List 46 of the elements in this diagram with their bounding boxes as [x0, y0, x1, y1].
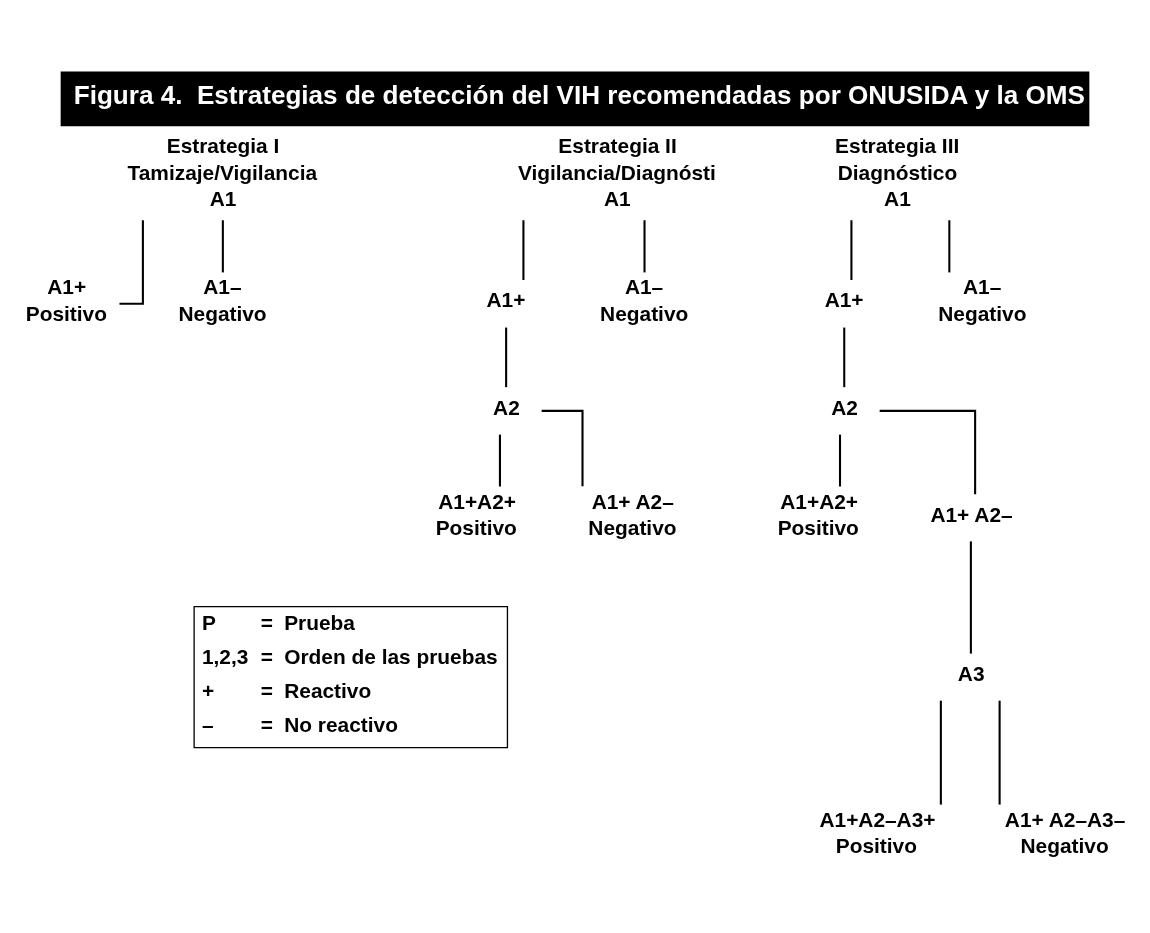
connector: [522, 219, 525, 280]
node-text: Estrategia I Tamizaje/Vigilancia A1: [127, 133, 318, 210]
connector: [969, 540, 972, 654]
label: P: [201, 610, 216, 634]
connector: [879, 409, 977, 494]
connector: [838, 434, 842, 486]
node-text: A1+ A2–: [930, 502, 1013, 526]
node-text: A1+ A2–A3– Negativo: [1004, 807, 1126, 857]
node-text: Estrategia III Diagnóstico A1: [835, 133, 960, 210]
connector: [221, 219, 224, 272]
label: Orden de las pruebas: [284, 644, 498, 668]
connector: [939, 700, 942, 805]
node-text: Estrategia II Vigilancia/Diagnósti A1: [517, 133, 716, 210]
connector: [643, 219, 646, 272]
node-text: A1+ Positivo: [25, 274, 107, 325]
label: =: [260, 678, 273, 702]
connector: [119, 219, 144, 305]
label: Prueba: [284, 610, 355, 634]
node-text: A1– Negativo: [178, 274, 267, 325]
node-text: A1+ A2– Negativo: [588, 489, 677, 539]
label: =: [260, 644, 273, 668]
connector: [498, 434, 501, 486]
node-text: A2: [831, 395, 858, 419]
label: No reactivo: [284, 712, 398, 736]
connector: [850, 219, 853, 280]
label: –: [201, 712, 214, 736]
diagram-title: Figura 4. Estrategias de detección del VIH recomendadas por ONUSIDA y la OMS: [73, 79, 1085, 110]
node-text: A1+A2+ Positivo: [435, 489, 517, 539]
node-text: A1+A2–A3+ Positivo: [819, 807, 936, 857]
node-text: A2: [493, 395, 520, 419]
label: =: [260, 610, 273, 634]
connector: [505, 327, 508, 387]
label: 1,2,3: [201, 644, 249, 668]
node-text: A3: [957, 661, 985, 685]
connector: [541, 409, 584, 486]
node-text: A1+: [824, 287, 864, 311]
node-text: A1– Negativo: [600, 274, 689, 325]
node-text: A1– Negativo: [938, 274, 1027, 325]
connector: [998, 700, 1001, 805]
connector: [843, 327, 846, 387]
node-text: A1+: [486, 287, 526, 311]
node-text: A1+A2+ Positivo: [777, 489, 859, 539]
label: Reactivo: [284, 678, 372, 702]
connector: [948, 219, 951, 272]
label: =: [260, 712, 273, 736]
label: +: [201, 678, 215, 702]
